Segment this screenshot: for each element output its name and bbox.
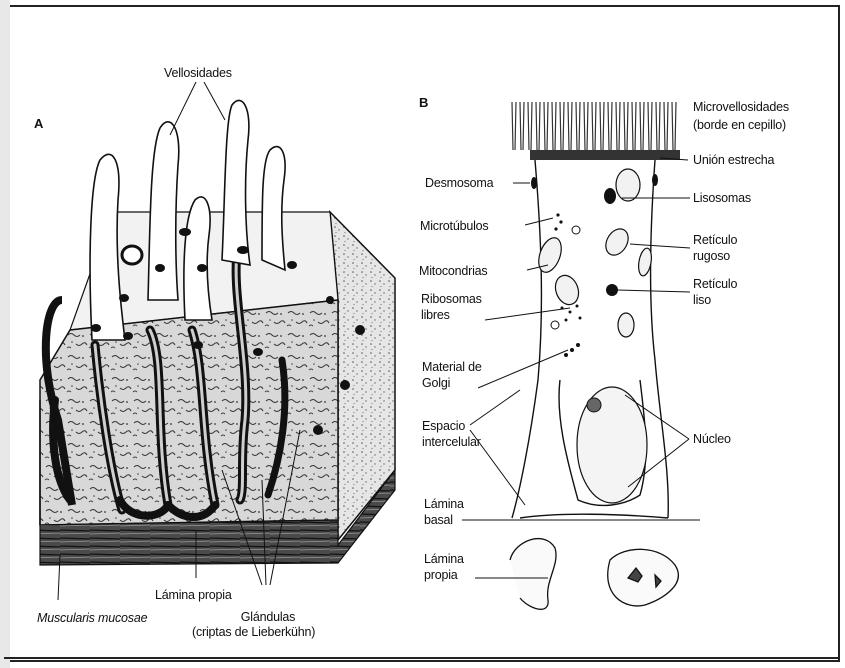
- label-vellosidades: Vellosidades: [164, 66, 232, 80]
- label-golgi: Golgi: [422, 376, 450, 390]
- panel-b-epithelial-cell: [510, 100, 680, 609]
- tight-junction-band: [530, 150, 680, 160]
- label-borde-en-cepillo: (borde en cepillo): [693, 118, 786, 132]
- label-lisosomas: Lisosomas: [693, 191, 751, 205]
- label-muscularis-mucosae: Muscularis mucosae: [37, 611, 147, 625]
- label-ribosomas-libres: libres: [421, 308, 450, 322]
- label-lamina-basal: Lámina: [424, 497, 464, 511]
- label-lamina-propia-b: Lámina: [424, 552, 464, 566]
- label-reticulo-liso: Retículo: [693, 277, 737, 291]
- organelle-details: [551, 188, 618, 357]
- label-glandulas: Glándulas: [228, 610, 308, 624]
- panel-a-villus-block: [40, 100, 395, 565]
- label-microtubulos: Microtúbulos: [420, 219, 488, 233]
- label-reticulo-rugoso: Retículo: [693, 233, 737, 247]
- label-material-de-golgi: Material de: [422, 360, 482, 374]
- desmosome-mark: [531, 177, 537, 189]
- label-microvellosidades: Microvellosidades: [693, 100, 789, 114]
- lamina-propia-cells: [510, 539, 678, 610]
- label-desmosoma: Desmosoma: [425, 176, 493, 190]
- label-espacio: Espacio: [422, 419, 465, 433]
- nucleolus: [587, 398, 601, 412]
- panel-b-letter: B: [419, 96, 428, 110]
- label-ribosomas: Ribosomas: [421, 292, 482, 306]
- mitochondria: [534, 169, 653, 337]
- label-liso: liso: [693, 293, 711, 307]
- label-lamina-propia-a: Lámina propia: [155, 588, 232, 602]
- label-nucleo: Núcleo: [693, 432, 731, 446]
- label-rugoso: rugoso: [693, 249, 730, 263]
- panel-a-letter: A: [34, 117, 43, 131]
- label-propia-b: propia: [424, 568, 458, 582]
- label-union-estrecha: Unión estrecha: [693, 153, 774, 167]
- label-glandulas-sub: (criptas de Lieberkühn): [192, 625, 315, 639]
- label-mitocondrias: Mitocondrias: [419, 264, 487, 278]
- label-basal: basal: [424, 513, 453, 527]
- panel-b-leaders: [462, 158, 700, 578]
- label-intercelular: intercelular: [422, 435, 481, 449]
